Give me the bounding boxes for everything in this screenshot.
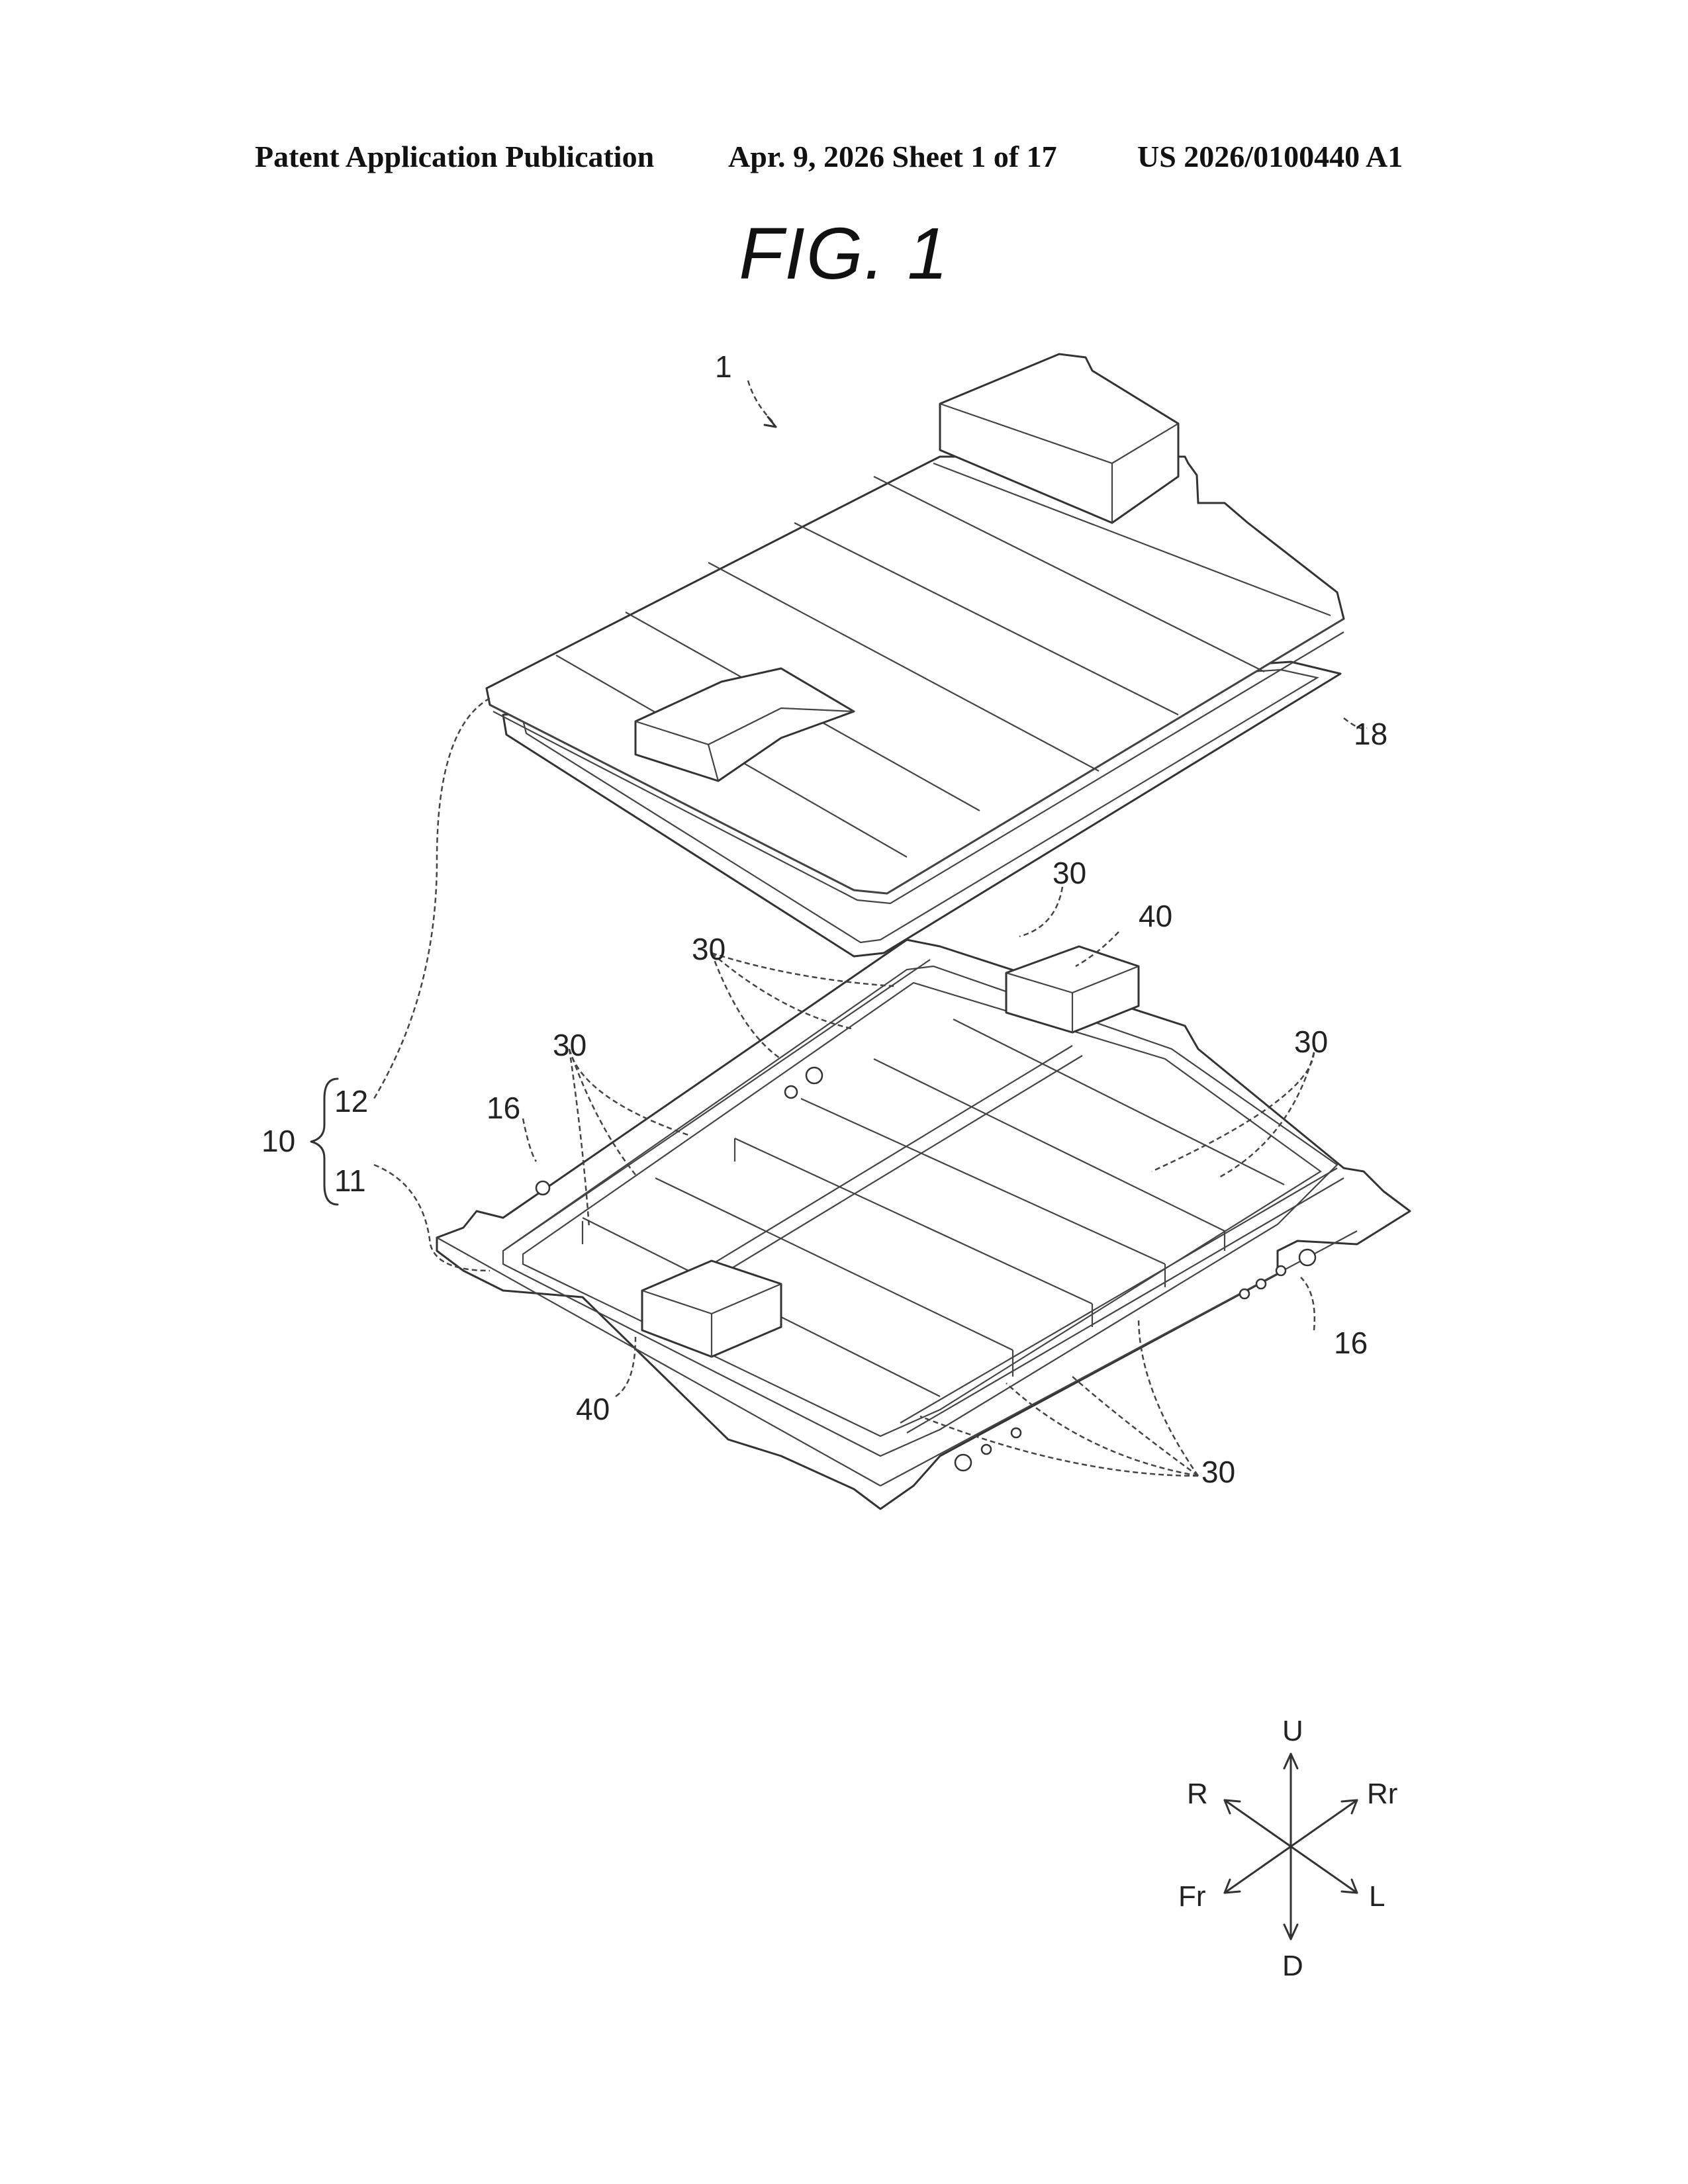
ref-40-bottom: 40 xyxy=(576,1392,610,1426)
ref-10: 10 xyxy=(261,1124,295,1158)
ref-16-right: 16 xyxy=(1334,1326,1368,1360)
leader-16-left xyxy=(523,1118,536,1161)
direction-up-label: U xyxy=(1282,1715,1303,1747)
ref-30-d: 30 xyxy=(1294,1024,1328,1059)
ref-11: 11 xyxy=(334,1163,366,1198)
brace-10 xyxy=(311,1079,338,1205)
direction-front-label: Fr xyxy=(1178,1880,1206,1913)
ref-30-a: 30 xyxy=(1053,856,1086,890)
direction-rear-label: Rr xyxy=(1367,1778,1397,1810)
direction-right-label: R xyxy=(1187,1778,1208,1810)
upper-cover xyxy=(487,354,1344,956)
ref-16-left: 16 xyxy=(487,1091,520,1125)
leader-1 xyxy=(748,381,774,424)
direction-down-label: D xyxy=(1282,1950,1303,1982)
direction-indicator: U D R Rr Fr L xyxy=(1178,1715,1397,1982)
ref-30-b: 30 xyxy=(692,932,726,966)
leader-16-right xyxy=(1301,1277,1315,1330)
cover-top-plate xyxy=(487,457,1344,893)
leader-30-a xyxy=(1019,887,1062,936)
ref-30-e: 30 xyxy=(1201,1455,1235,1489)
ref-30-c: 30 xyxy=(553,1028,586,1062)
ref-12: 12 xyxy=(334,1084,368,1118)
ref-40-top: 40 xyxy=(1139,899,1172,933)
ref-18: 18 xyxy=(1354,717,1387,751)
direction-left-label: L xyxy=(1369,1880,1385,1913)
leader-12 xyxy=(374,698,490,1099)
ref-1: 1 xyxy=(715,349,732,384)
